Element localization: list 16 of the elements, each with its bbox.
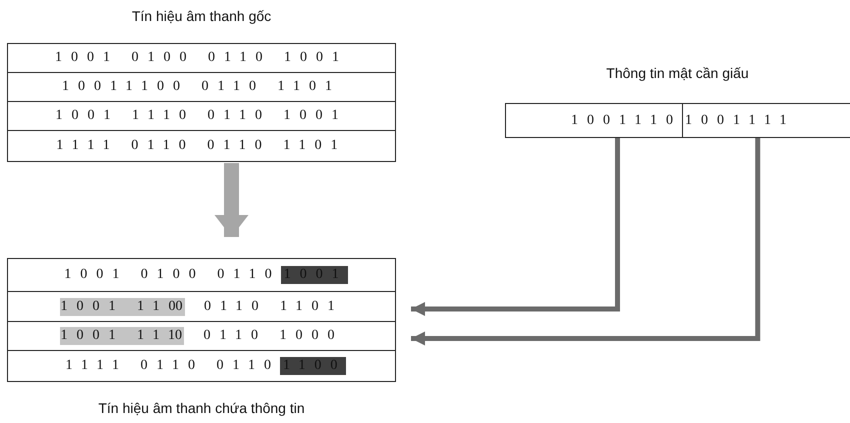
bit-string: 10011100 0110 1101 <box>62 79 341 95</box>
bit-string: 1111 0110 0110 1101 <box>56 138 347 154</box>
bit-string: 1001 1110 0110 1001 <box>56 108 348 124</box>
bit-string: 1001 0100 0110 <box>64 267 281 283</box>
bit-string: 1001 0100 0110 1001 <box>55 50 348 66</box>
bit-string: 1111 0110 0110 <box>66 358 280 374</box>
arrow <box>411 137 620 316</box>
bit-string: 1001111 <box>685 112 796 128</box>
table-heading: Tín hiệu âm thanh chứa thông tin <box>97 400 306 416</box>
table-heading: Tín hiệu âm thanh gốc <box>130 8 272 24</box>
bit-string: 0 0110 1000 <box>174 328 344 344</box>
block-arrow <box>214 163 248 237</box>
table-heading: Thông tin mật cần giấu <box>605 65 750 81</box>
arrow <box>411 137 760 346</box>
bit-string: 0 0110 1101 <box>176 298 344 314</box>
bit-string: 1001110 <box>571 112 682 128</box>
